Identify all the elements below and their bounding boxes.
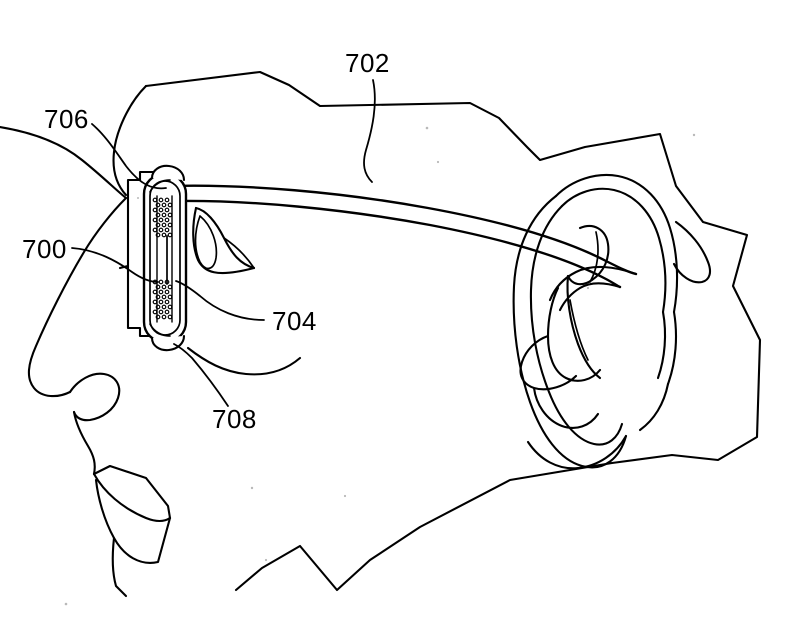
- head-outline: [112, 70, 762, 592]
- lens-texture-block-upper: [152, 197, 173, 238]
- leader-line-704: [175, 280, 265, 321]
- eye: [192, 206, 256, 275]
- lens-top-highlight: [149, 179, 171, 193]
- leader-line-700: [71, 247, 159, 283]
- ref-label-700: 700: [22, 234, 67, 264]
- ref-label-704: 704: [272, 306, 317, 336]
- ref-700: 700: [22, 234, 159, 283]
- ref-704: 704: [175, 280, 317, 336]
- leader-line-708: [173, 343, 229, 407]
- hinge-nub-top: [150, 164, 186, 182]
- leader-line-702: [363, 79, 376, 183]
- ref-706: 706: [44, 104, 167, 190]
- ear: [512, 174, 712, 470]
- device-display-lens: [126, 164, 188, 352]
- ref-label-708: 708: [212, 404, 257, 434]
- device-temple-arm: [168, 184, 638, 312]
- ref-label-702: 702: [345, 48, 390, 78]
- nose-pad-nub-bottom: [150, 334, 186, 352]
- ref-708: 708: [173, 343, 257, 434]
- lens-bottom-highlight: [149, 323, 171, 337]
- ref-702: 702: [345, 48, 390, 183]
- scan-specks: [64, 126, 696, 606]
- leader-line-706: [91, 123, 167, 190]
- lens-texture-block-lower: [152, 279, 173, 320]
- ref-label-706: 706: [44, 104, 89, 134]
